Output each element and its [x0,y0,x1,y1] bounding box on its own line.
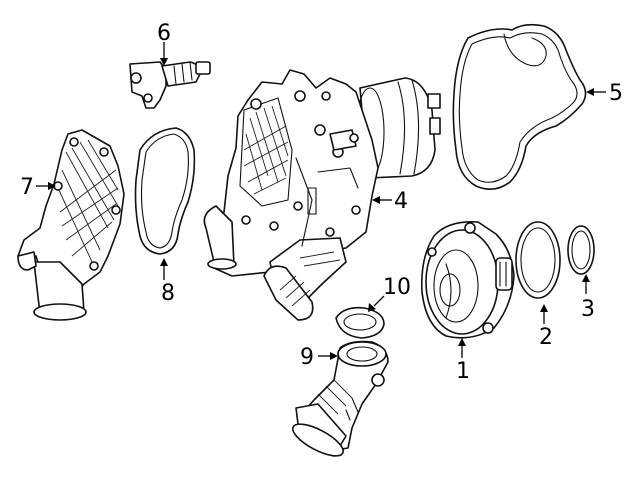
part-2-seal-ring [515,221,561,299]
part-3-o-ring [567,225,595,275]
part-7-thermostat-housing [17,129,125,321]
callout-leaders [36,42,606,360]
callout-label-5: 5 [609,81,623,106]
callout-label-2: 2 [539,325,553,350]
part-8-gasket [134,127,196,255]
part-10-flange-gasket [335,306,385,339]
callout-label-10: 10 [383,275,411,300]
part-4-pump-housing [203,69,441,321]
callout-label-9: 9 [300,345,314,370]
part-5-large-gasket [452,23,587,190]
part-6-sensor [129,61,211,109]
callout-label-8: 8 [161,281,175,306]
callout-label-7: 7 [20,175,34,200]
part-9-outlet-pipe [292,340,389,457]
callout-label-6: 6 [157,21,171,46]
callout-label-1: 1 [456,359,470,384]
callout-label-4: 4 [394,189,408,214]
callout-labels: 6 5 4 7 8 10 9 1 2 3 [20,21,623,384]
part-1-pump-cover [420,220,515,339]
callout-label-3: 3 [581,297,595,322]
